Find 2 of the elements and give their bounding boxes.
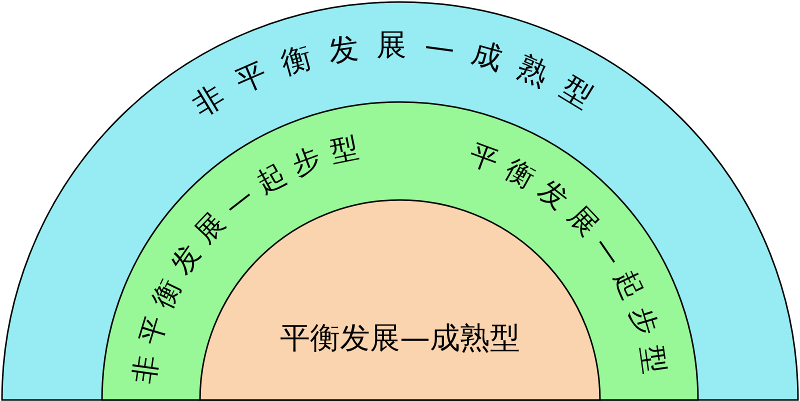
arc-label: 非平衡发展—成熟型 (187, 28, 613, 124)
band-label: 平衡发展—成熟型 (280, 320, 520, 358)
